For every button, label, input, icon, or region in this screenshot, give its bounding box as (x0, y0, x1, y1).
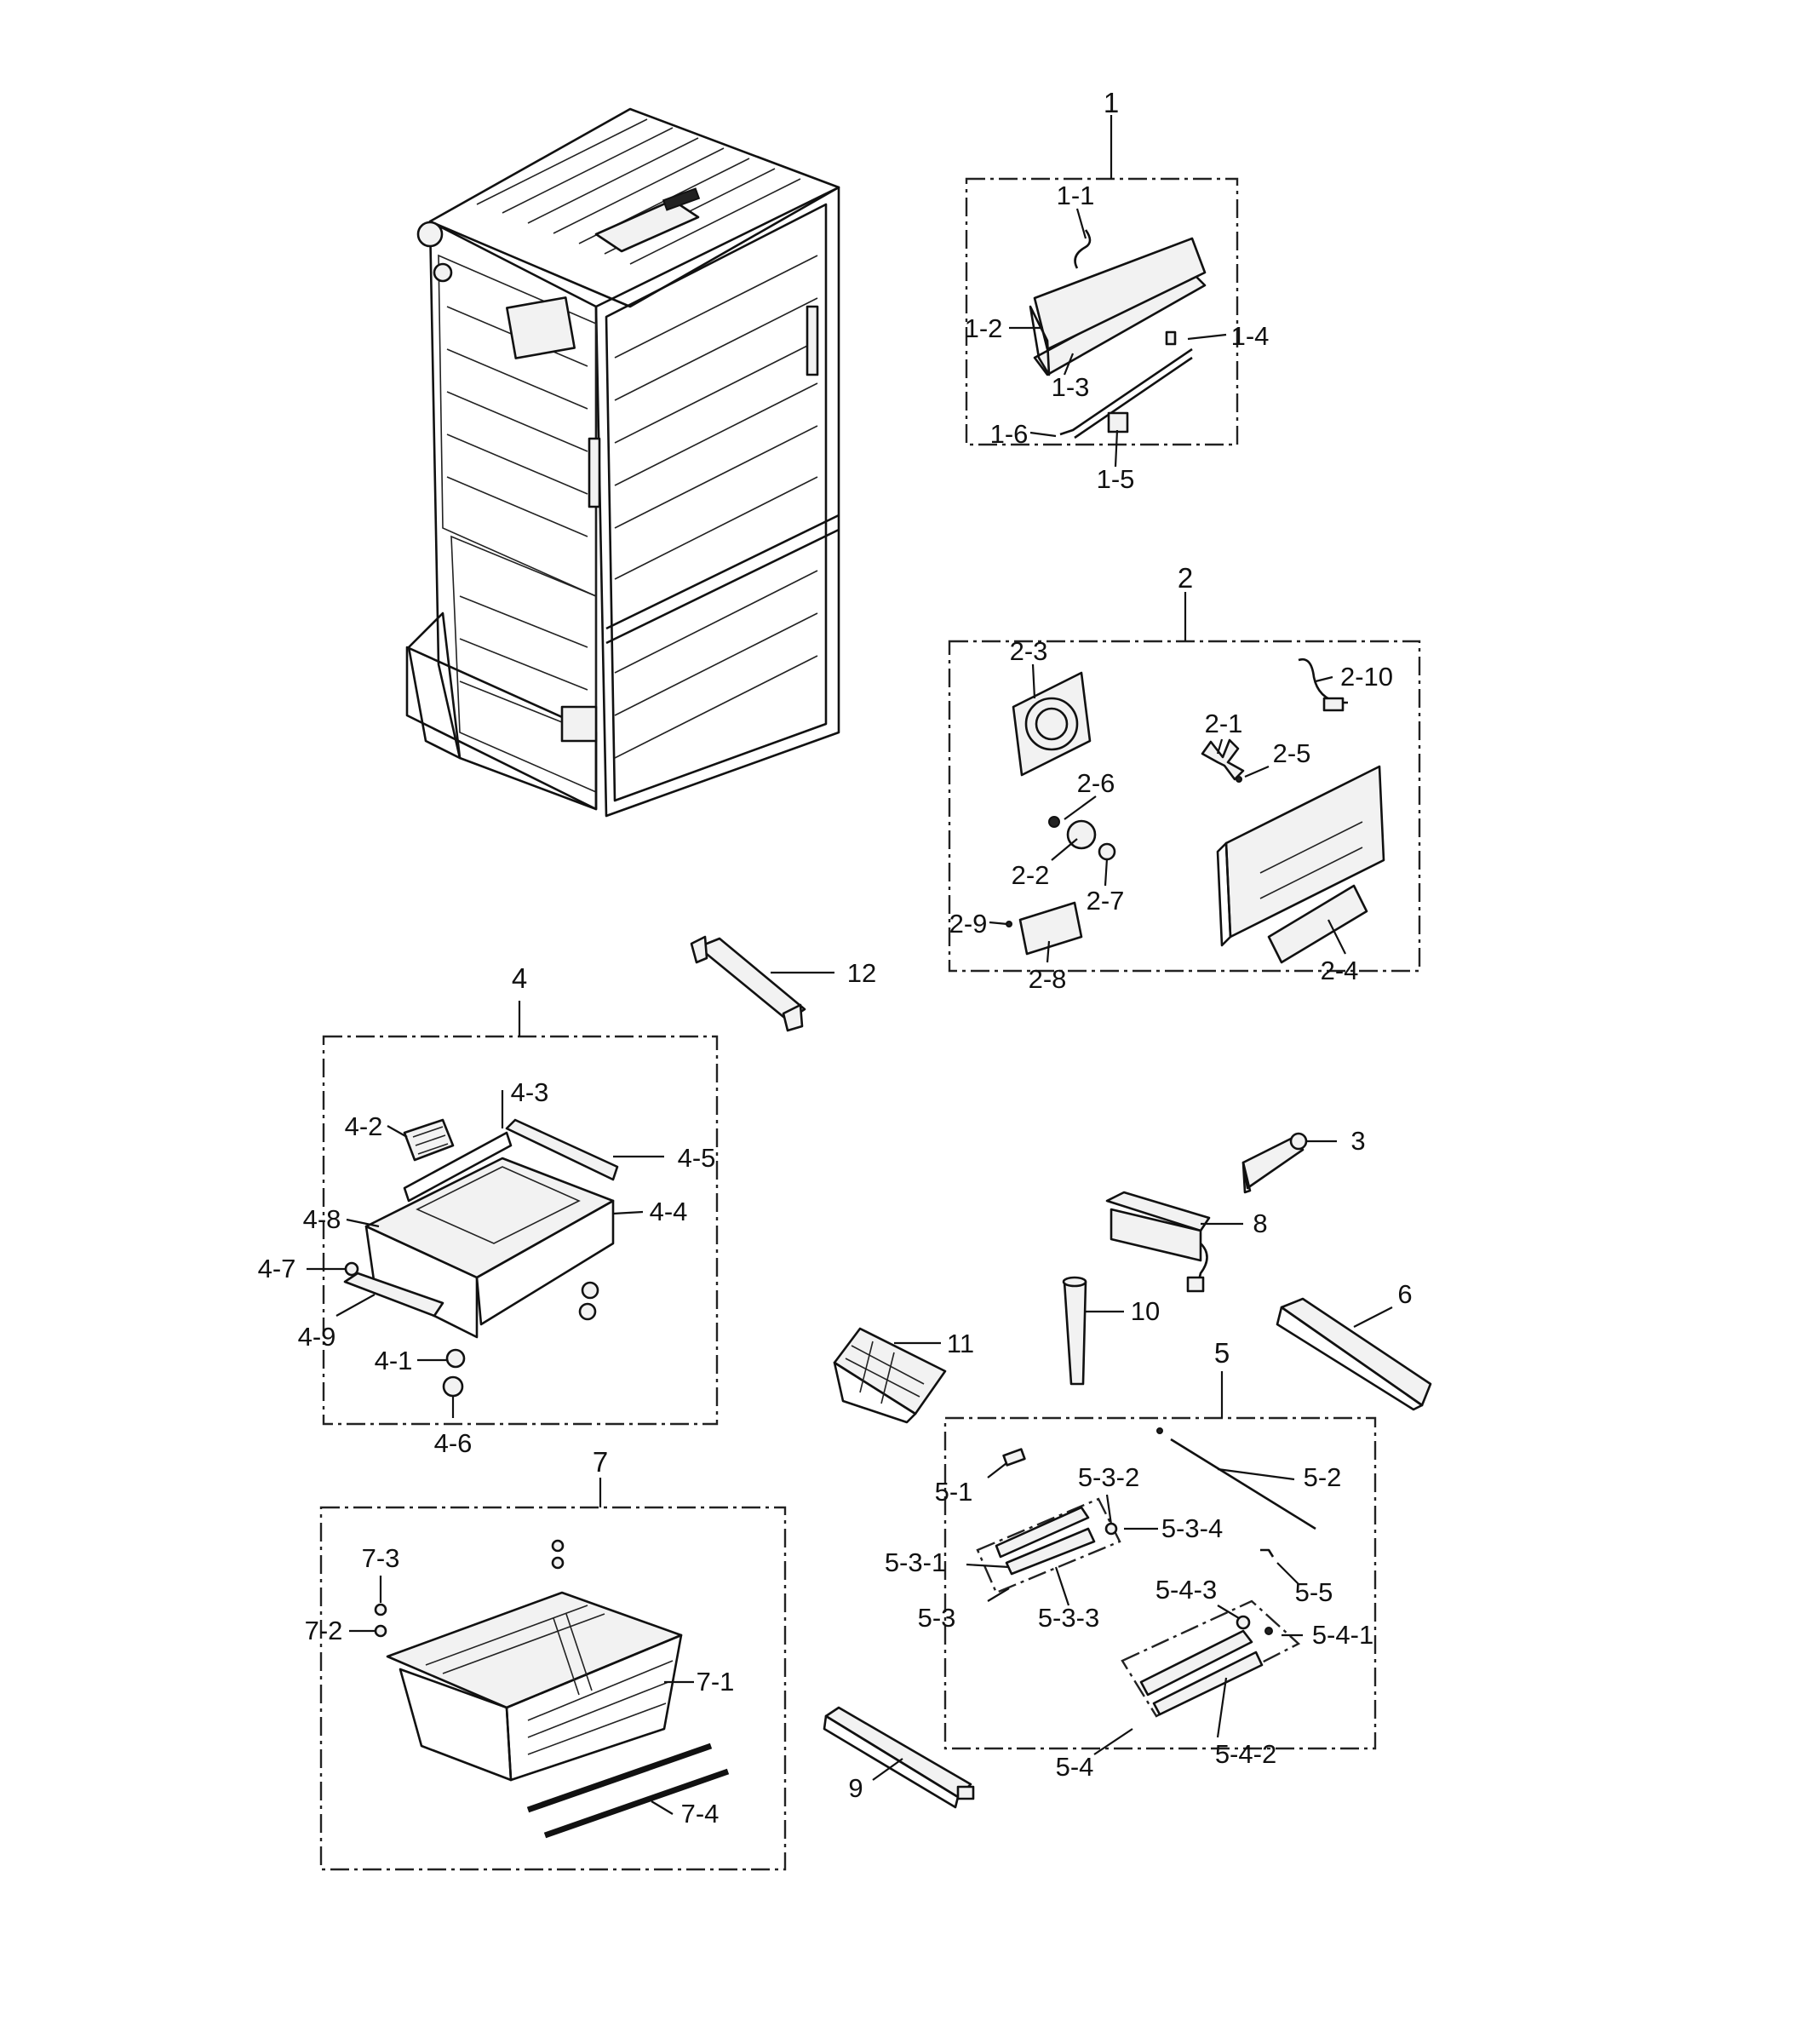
part-12: 12 (690, 935, 876, 1032)
group-7-box (319, 1506, 787, 1871)
label-4-6: 4-6 (434, 1428, 473, 1458)
label-4-9: 4-9 (298, 1322, 336, 1352)
label-5-3-3: 5-3-3 (1038, 1603, 1099, 1633)
group-5-4-box (1121, 1599, 1301, 1718)
label-2-1: 2-1 (1205, 709, 1243, 738)
label-4-7: 4-7 (258, 1254, 296, 1283)
label-4-1: 4-1 (375, 1346, 413, 1375)
label-2-10: 2-10 (1340, 662, 1393, 692)
label-1-4: 1-4 (1231, 321, 1270, 351)
group-5-box (943, 1416, 1377, 1750)
label-5-5: 5-5 (1295, 1577, 1333, 1607)
label-7-3: 7-3 (362, 1543, 400, 1573)
label-4-5: 4-5 (678, 1143, 716, 1173)
group-5-label: 5 (1214, 1337, 1230, 1369)
group-5: 5 5-1 5-2 5-3-2 5-3-4 5-3-1 5-3 5-3-3 5-… (885, 1337, 1377, 1782)
label-5-2: 5-2 (1304, 1462, 1342, 1492)
group-5-3-box (976, 1497, 1121, 1594)
label-5-4-1: 5-4-1 (1312, 1620, 1373, 1650)
label-7-2: 7-2 (305, 1616, 343, 1645)
label-2-2: 2-2 (1012, 860, 1050, 890)
label-1-6: 1-6 (990, 419, 1029, 449)
refrigerator-cabinet (405, 107, 840, 818)
label-1-2: 1-2 (965, 313, 1003, 343)
group-4: 4 4-2 4-3 4-5 (258, 962, 719, 1458)
label-5-3-1: 5-3-1 (885, 1547, 946, 1577)
label-5-3-2: 5-3-2 (1078, 1462, 1139, 1492)
group-2-label: 2 (1178, 562, 1193, 594)
label-2-9: 2-9 (949, 909, 988, 939)
label-12: 12 (847, 958, 876, 988)
part-11: 11 (833, 1327, 974, 1424)
label-2-5: 2-5 (1273, 738, 1311, 768)
part-9: 9 (823, 1706, 975, 1809)
label-5-4-2: 5-4-2 (1215, 1739, 1276, 1769)
label-1-5: 1-5 (1097, 464, 1135, 494)
label-3: 3 (1350, 1126, 1365, 1156)
label-11: 11 (947, 1329, 974, 1358)
group-7: 7 7-3 7-2 7-1 7-4 (305, 1446, 787, 1871)
label-6: 6 (1397, 1279, 1412, 1309)
part-3: 3 (1241, 1126, 1366, 1194)
group-1-label: 1 (1104, 87, 1119, 118)
label-2-6: 2-6 (1077, 768, 1115, 798)
part-10: 10 (1062, 1276, 1160, 1386)
label-8: 8 (1253, 1209, 1267, 1238)
group-1-box (965, 177, 1239, 446)
label-5-3: 5-3 (918, 1603, 956, 1633)
label-2-3: 2-3 (1010, 636, 1048, 666)
label-2-7: 2-7 (1087, 886, 1125, 916)
label-5-3-4: 5-3-4 (1161, 1513, 1223, 1543)
label-5-4-3: 5-4-3 (1155, 1575, 1217, 1605)
label-4-3: 4-3 (511, 1077, 549, 1107)
label-4-4: 4-4 (650, 1197, 688, 1226)
label-9: 9 (848, 1773, 863, 1803)
label-4-8: 4-8 (303, 1204, 341, 1234)
label-10: 10 (1131, 1296, 1160, 1326)
group-7-label: 7 (593, 1446, 608, 1478)
label-7-4: 7-4 (681, 1799, 720, 1829)
label-5-4: 5-4 (1056, 1752, 1094, 1782)
label-1-1: 1-1 (1057, 181, 1095, 210)
label-5-1: 5-1 (935, 1477, 973, 1507)
group-2: 2 2-3 2- (948, 562, 1421, 994)
label-2-8: 2-8 (1029, 964, 1067, 994)
group-4-label: 4 (512, 962, 527, 994)
part-8: 8 (1105, 1191, 1268, 1293)
label-1-3: 1-3 (1052, 372, 1090, 402)
label-4-2: 4-2 (345, 1111, 383, 1141)
group-1: 1 1-1 1-2 1-3 1-4 1-5 1-6 (965, 87, 1270, 494)
part-6: 6 (1276, 1279, 1432, 1411)
label-2-4: 2-4 (1321, 956, 1359, 985)
label-7-1: 7-1 (697, 1667, 735, 1697)
